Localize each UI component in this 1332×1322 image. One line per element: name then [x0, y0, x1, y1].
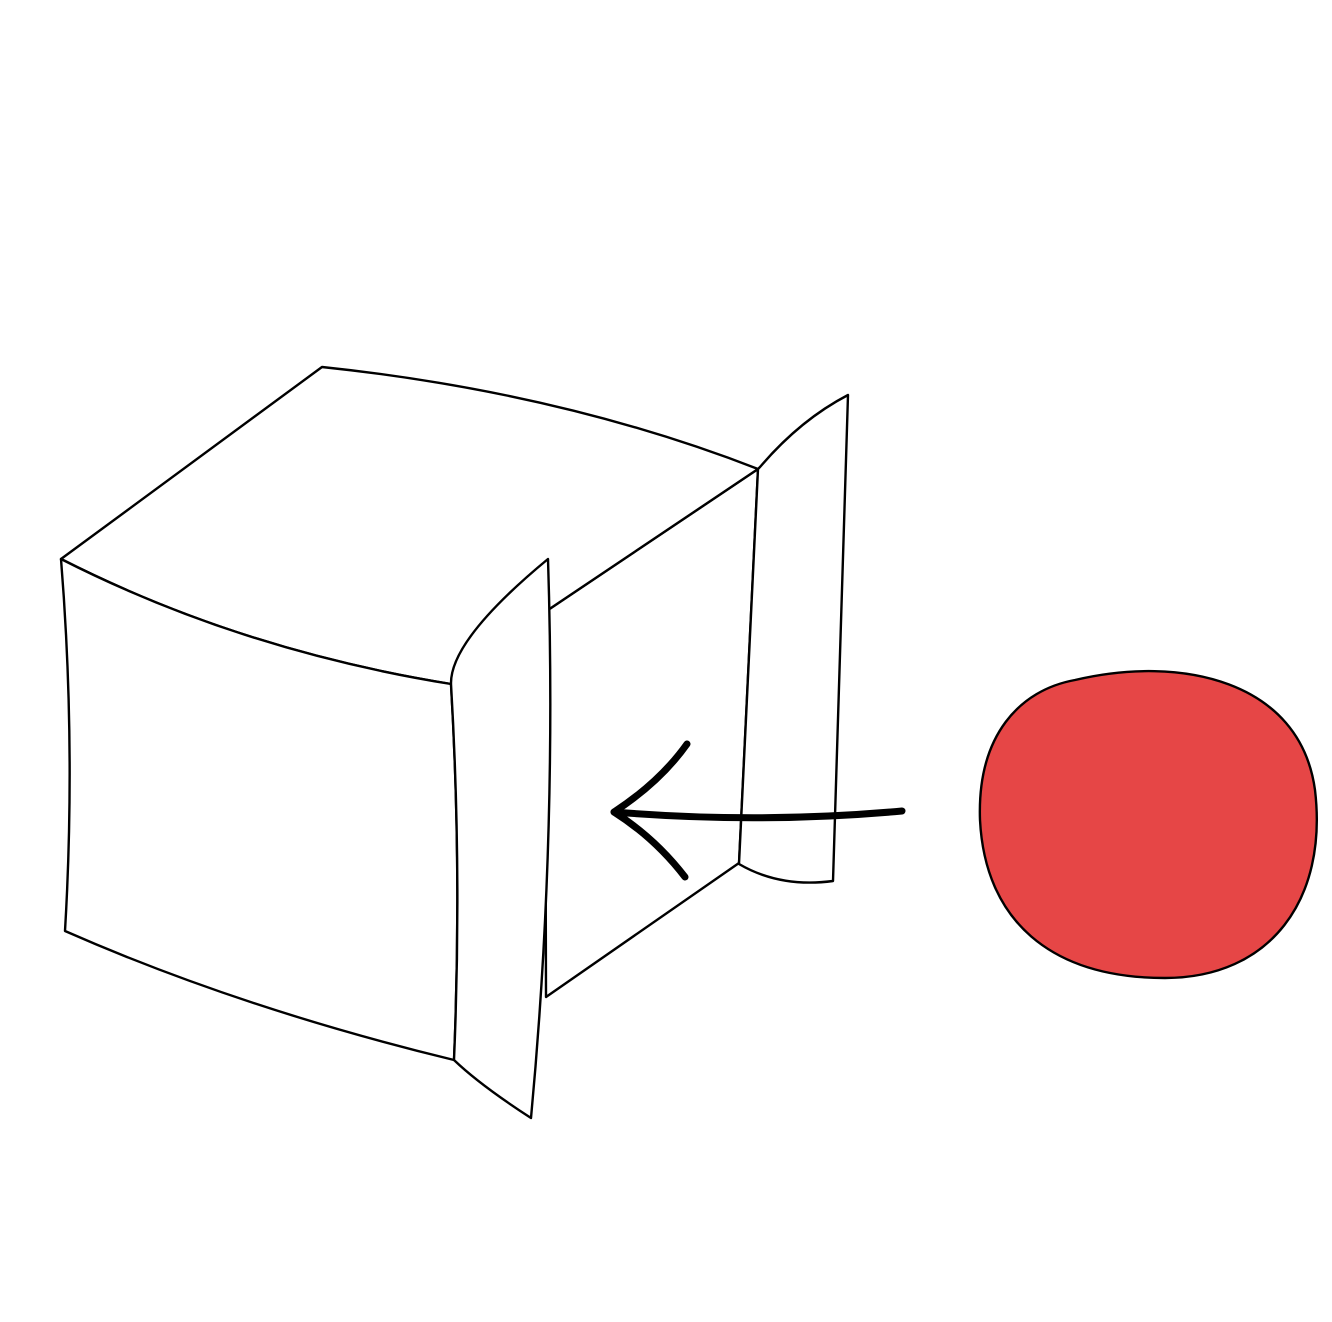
box-back-flap — [737, 393, 850, 884]
red-ball — [978, 669, 1318, 980]
arrow-head — [610, 740, 691, 881]
box-front-flap — [449, 557, 552, 1120]
motion-arrow — [610, 740, 906, 881]
arrow-shaft — [610, 807, 906, 822]
open-box — [59, 365, 850, 1120]
